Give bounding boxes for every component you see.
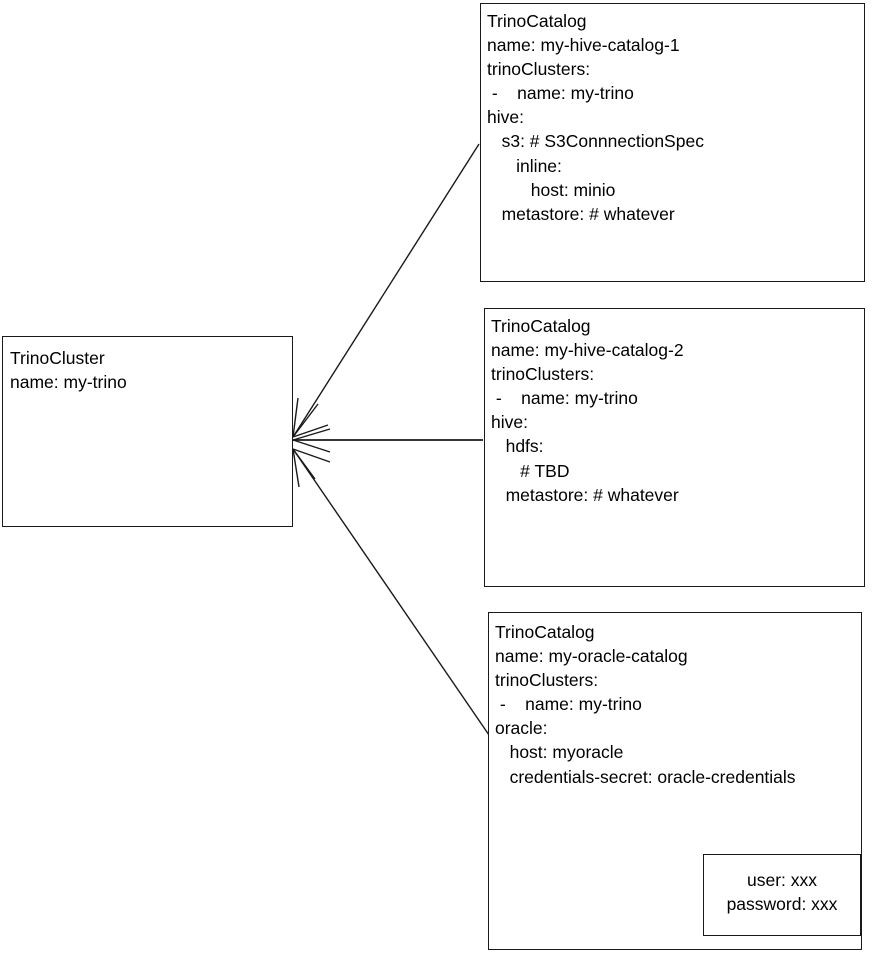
- catalog-1-line-8: metastore: # whatever: [487, 203, 675, 224]
- trino-catalog-1-body: TrinoCatalog name: my-hive-catalog-1 tri…: [487, 9, 860, 226]
- catalog-1-line-4: hive:: [487, 107, 524, 128]
- catalog-3-line-1: name: my-oracle-catalog: [495, 646, 688, 667]
- catalog-1-line-6: inline:: [487, 155, 562, 176]
- catalog-2-line-1: name: my-hive-catalog-2: [491, 340, 684, 361]
- catalog-1-line-5: s3: # S3ConnnectionSpec: [487, 131, 704, 152]
- catalog-1-line-7: host: minio: [487, 179, 616, 200]
- catalog-2-line-3: - name: my-trino: [491, 388, 638, 409]
- trino-catalog-2-body: TrinoCatalog name: my-hive-catalog-2 tri…: [491, 314, 860, 507]
- trino-catalog-3-node[interactable]: TrinoCatalog name: my-oracle-catalog tri…: [488, 612, 862, 950]
- catalog-2-line-6: # TBD: [491, 460, 570, 481]
- credentials-secret-line-0: user: xxx: [746, 870, 818, 890]
- trino-cluster-line-1: name: my-trino: [10, 372, 127, 393]
- catalog-1-line-0: TrinoCatalog: [487, 11, 587, 31]
- catalog-3-line-0: TrinoCatalog: [495, 622, 595, 642]
- catalog-1-line-3: - name: my-trino: [487, 83, 634, 104]
- trino-catalog-1-node[interactable]: TrinoCatalog name: my-hive-catalog-1 tri…: [480, 3, 865, 282]
- trino-cluster-body: TrinoCluster name: my-trino: [10, 346, 288, 394]
- edge-catalog-1-to-cluster: [292, 143, 480, 438]
- catalog-3-line-6: credentials-secret: oracle-credentials: [495, 766, 796, 787]
- trino-cluster-node[interactable]: TrinoCluster name: my-trino: [2, 336, 293, 527]
- catalog-3-line-4: oracle:: [495, 718, 548, 739]
- catalog-2-line-7: metastore: # whatever: [491, 484, 679, 505]
- catalog-2-line-4: hive:: [491, 412, 528, 433]
- credentials-secret-line-1: password: xxx: [726, 894, 838, 915]
- catalog-1-line-1: name: my-hive-catalog-1: [487, 35, 680, 56]
- catalog-1-line-2: trinoClusters:: [487, 59, 591, 80]
- credentials-secret-body: user: xxx password: xxx: [704, 868, 860, 916]
- edge-catalog-3-to-cluster: [292, 448, 490, 736]
- credentials-secret-node[interactable]: user: xxx password: xxx: [703, 854, 861, 936]
- catalog-2-line-2: trinoClusters:: [491, 364, 595, 385]
- catalog-3-line-5: host: myoracle: [495, 742, 624, 763]
- trino-catalog-2-node[interactable]: TrinoCatalog name: my-hive-catalog-2 tri…: [484, 308, 865, 587]
- trino-catalog-3-body: TrinoCatalog name: my-oracle-catalog tri…: [495, 620, 857, 789]
- edge-catalog-2-to-cluster: [292, 428, 483, 453]
- catalog-2-line-5: hdfs:: [491, 436, 544, 457]
- catalog-3-line-3: - name: my-trino: [495, 694, 642, 715]
- catalog-3-line-2: trinoClusters:: [495, 670, 599, 691]
- trino-cluster-line-0: TrinoCluster: [10, 348, 105, 368]
- catalog-2-line-0: TrinoCatalog: [491, 316, 591, 336]
